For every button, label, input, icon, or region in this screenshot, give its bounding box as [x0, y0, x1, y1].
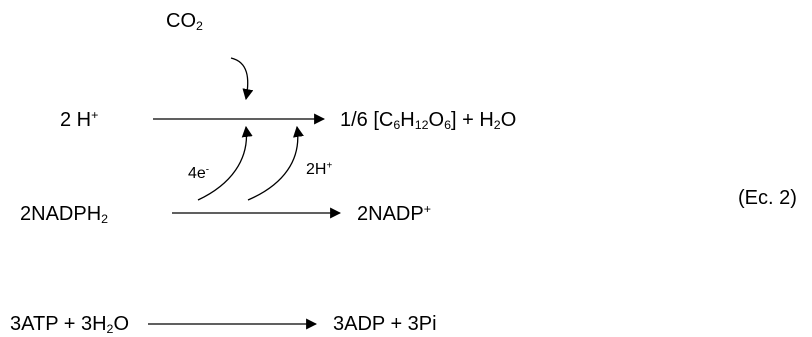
atp-water-text: 3ATP + 3H [10, 313, 107, 335]
glucose-sub-h: 2 [493, 118, 501, 133]
co2-text: CO [166, 10, 196, 32]
proton-transfer-arrow [247, 125, 304, 201]
glucose-text-g: ] + H [450, 109, 494, 131]
nadph2-label: 2NADPH2 [20, 203, 109, 227]
hydrogen-ion-label: 2 H+ [60, 108, 99, 131]
electrons-charge: - [205, 164, 210, 176]
glucose-sub-f: 6 [444, 118, 451, 133]
atp-water-label: 3ATP + 3H2O [10, 313, 130, 337]
water-oxygen-text: O [113, 313, 130, 335]
glucose-text-i: O [500, 109, 517, 131]
adp-pi-label: 3ADP + 3Pi [333, 313, 437, 335]
electron-transfer-arrow [197, 125, 253, 201]
protons-label: 2H+ [306, 160, 333, 178]
glucose-text-a: 1/6 [C [340, 109, 394, 131]
equation-number-label: (Ec. 2) [738, 187, 797, 209]
nadp-text: 2NADP [357, 203, 424, 225]
nadp-label: 2NADP+ [357, 202, 431, 225]
protons-text: 2H [306, 161, 327, 178]
glucose-sub-d: 12 [414, 118, 429, 133]
nadph2-text: 2NADPH [20, 203, 102, 225]
electrons-label: 4e- [188, 164, 210, 182]
nadp-charge: + [423, 202, 431, 217]
co2-input-arrow [230, 57, 254, 101]
glucose-text-e: O [428, 109, 445, 131]
protons-charge: + [326, 160, 333, 172]
water-subscript: 2 [106, 322, 114, 337]
hydrogen-ion-text: 2 H [60, 109, 92, 131]
electrons-text: 4e [188, 165, 206, 182]
glucose-sub-b: 6 [393, 118, 401, 133]
hydrogen-ion-charge: + [91, 108, 99, 123]
glucose-text-c: H [400, 109, 415, 131]
glucose-product-label: 1/6 [C6H12O6] + H2O [340, 109, 517, 133]
co2-subscript: 2 [196, 19, 203, 34]
co2-label: CO2 [166, 10, 203, 34]
nadph2-subscript: 2 [101, 212, 109, 227]
